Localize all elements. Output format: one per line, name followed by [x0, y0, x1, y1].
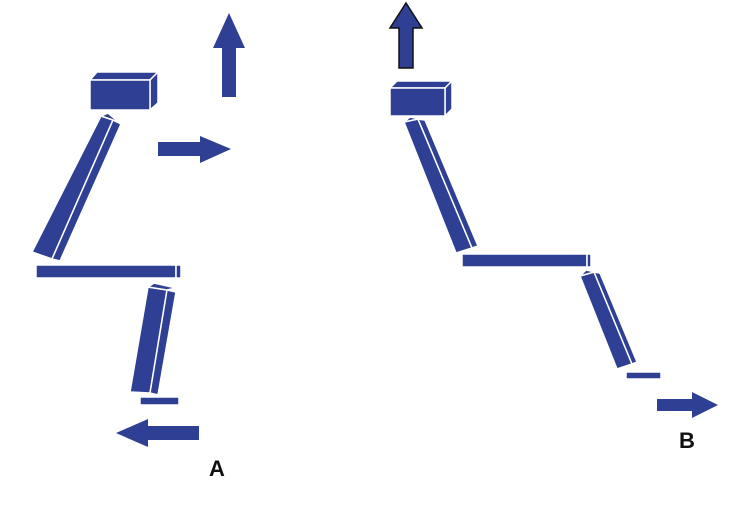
- torso-bar-a: [30, 112, 122, 262]
- head-block-a: [88, 70, 160, 112]
- seat-bar-b: [461, 253, 592, 268]
- figure-label-b: B: [679, 428, 695, 453]
- arrow-right-icon: [158, 136, 231, 163]
- figure-b: [388, 1, 718, 418]
- figure-label-a: A: [209, 456, 225, 481]
- seat-bar-a: [35, 264, 182, 279]
- torso-bar-b: [402, 116, 480, 254]
- lower-leg-bar-b: [577, 269, 638, 370]
- arrow-left-icon: [116, 419, 199, 447]
- arrow-up-icon: [388, 1, 424, 69]
- foot-bar-a: [139, 396, 180, 406]
- foot-bar-b: [625, 371, 662, 380]
- lower-leg-bar-a: [129, 282, 177, 396]
- head-block-b: [388, 79, 454, 118]
- figure-a: [30, 13, 245, 447]
- arrow-up-icon: [213, 13, 245, 97]
- arrow-right-icon: [657, 392, 718, 418]
